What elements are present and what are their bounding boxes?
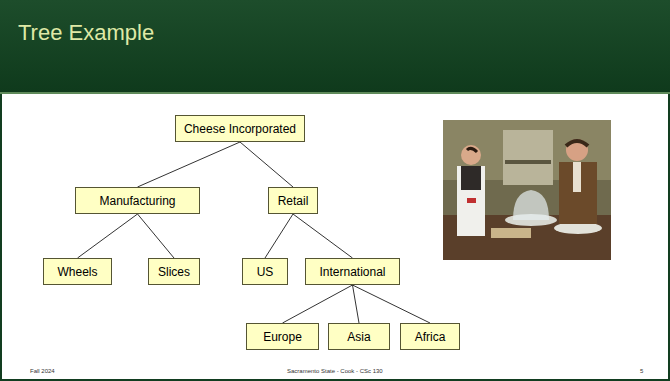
tree-link xyxy=(283,285,353,323)
org-box: International xyxy=(305,258,400,285)
slide-title: Tree Example xyxy=(18,20,154,46)
org-box: Manufacturing xyxy=(75,187,200,214)
footer-text: 5 xyxy=(640,368,643,374)
tree-link xyxy=(265,214,293,258)
org-box: Africa xyxy=(400,323,460,350)
box-label: Wheels xyxy=(57,265,97,279)
box-label: Retail xyxy=(278,194,309,208)
box-label: Manufacturing xyxy=(99,194,175,208)
box-label: International xyxy=(319,265,385,279)
box-label: Slices xyxy=(158,265,190,279)
tree-link xyxy=(78,214,138,258)
tree-link xyxy=(353,285,360,323)
title-band xyxy=(0,0,670,94)
org-box: Slices xyxy=(148,258,200,285)
photo-illustration xyxy=(443,120,611,260)
tree-link xyxy=(240,142,293,187)
box-label: Asia xyxy=(347,330,370,344)
org-box: Asia xyxy=(328,323,390,350)
org-box: Europe xyxy=(246,323,319,350)
box-label: Africa xyxy=(415,330,446,344)
tree-link xyxy=(138,142,241,187)
box-label: Europe xyxy=(263,330,302,344)
box-label: Cheese Incorporated xyxy=(184,122,296,136)
org-box: Cheese Incorporated xyxy=(175,115,305,142)
org-box: Retail xyxy=(268,187,318,214)
footer-text: Fall 2024 xyxy=(30,368,55,374)
org-box: Wheels xyxy=(43,258,112,285)
footer-text: Sacramento State - Cook - CSc 130 xyxy=(287,368,383,374)
box-label: US xyxy=(257,265,274,279)
tree-link xyxy=(293,214,353,258)
org-box: US xyxy=(242,258,288,285)
tree-link xyxy=(353,285,431,323)
tree-link xyxy=(138,214,175,258)
